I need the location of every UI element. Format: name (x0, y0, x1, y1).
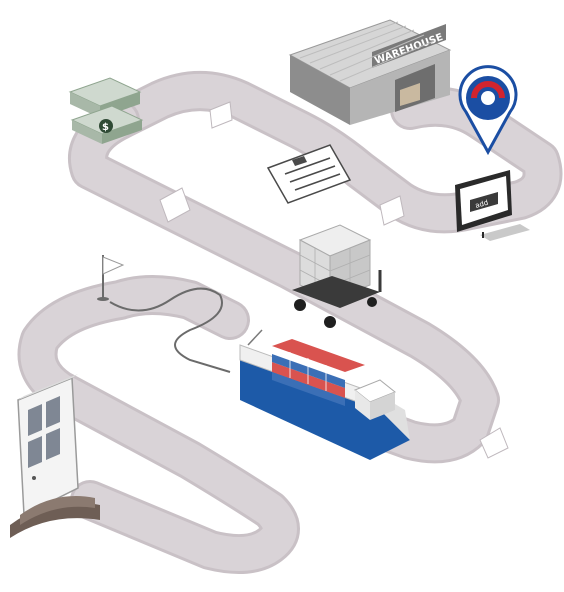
clipboard-icon (266, 144, 352, 204)
arrow-icon (479, 427, 509, 459)
door (10, 374, 100, 538)
cargo-ship (239, 329, 410, 460)
route-cable (109, 287, 231, 373)
warehouse: WAREHOUSE (288, 19, 452, 125)
money-stack: $ (68, 77, 144, 144)
pallet-truck: ◆◆ (292, 224, 382, 328)
monitor-screen-text: add (474, 199, 489, 210)
arrow-icon (159, 187, 191, 223)
flag-icon (97, 255, 125, 301)
direction-arrows (159, 101, 509, 459)
location-pin-icon (458, 65, 518, 156)
arrow-icon (209, 101, 233, 129)
container-cargo (272, 339, 365, 406)
dollar-icon: $ (102, 122, 109, 133)
arrow-icon (379, 195, 405, 226)
computer-monitor: add (455, 170, 530, 241)
